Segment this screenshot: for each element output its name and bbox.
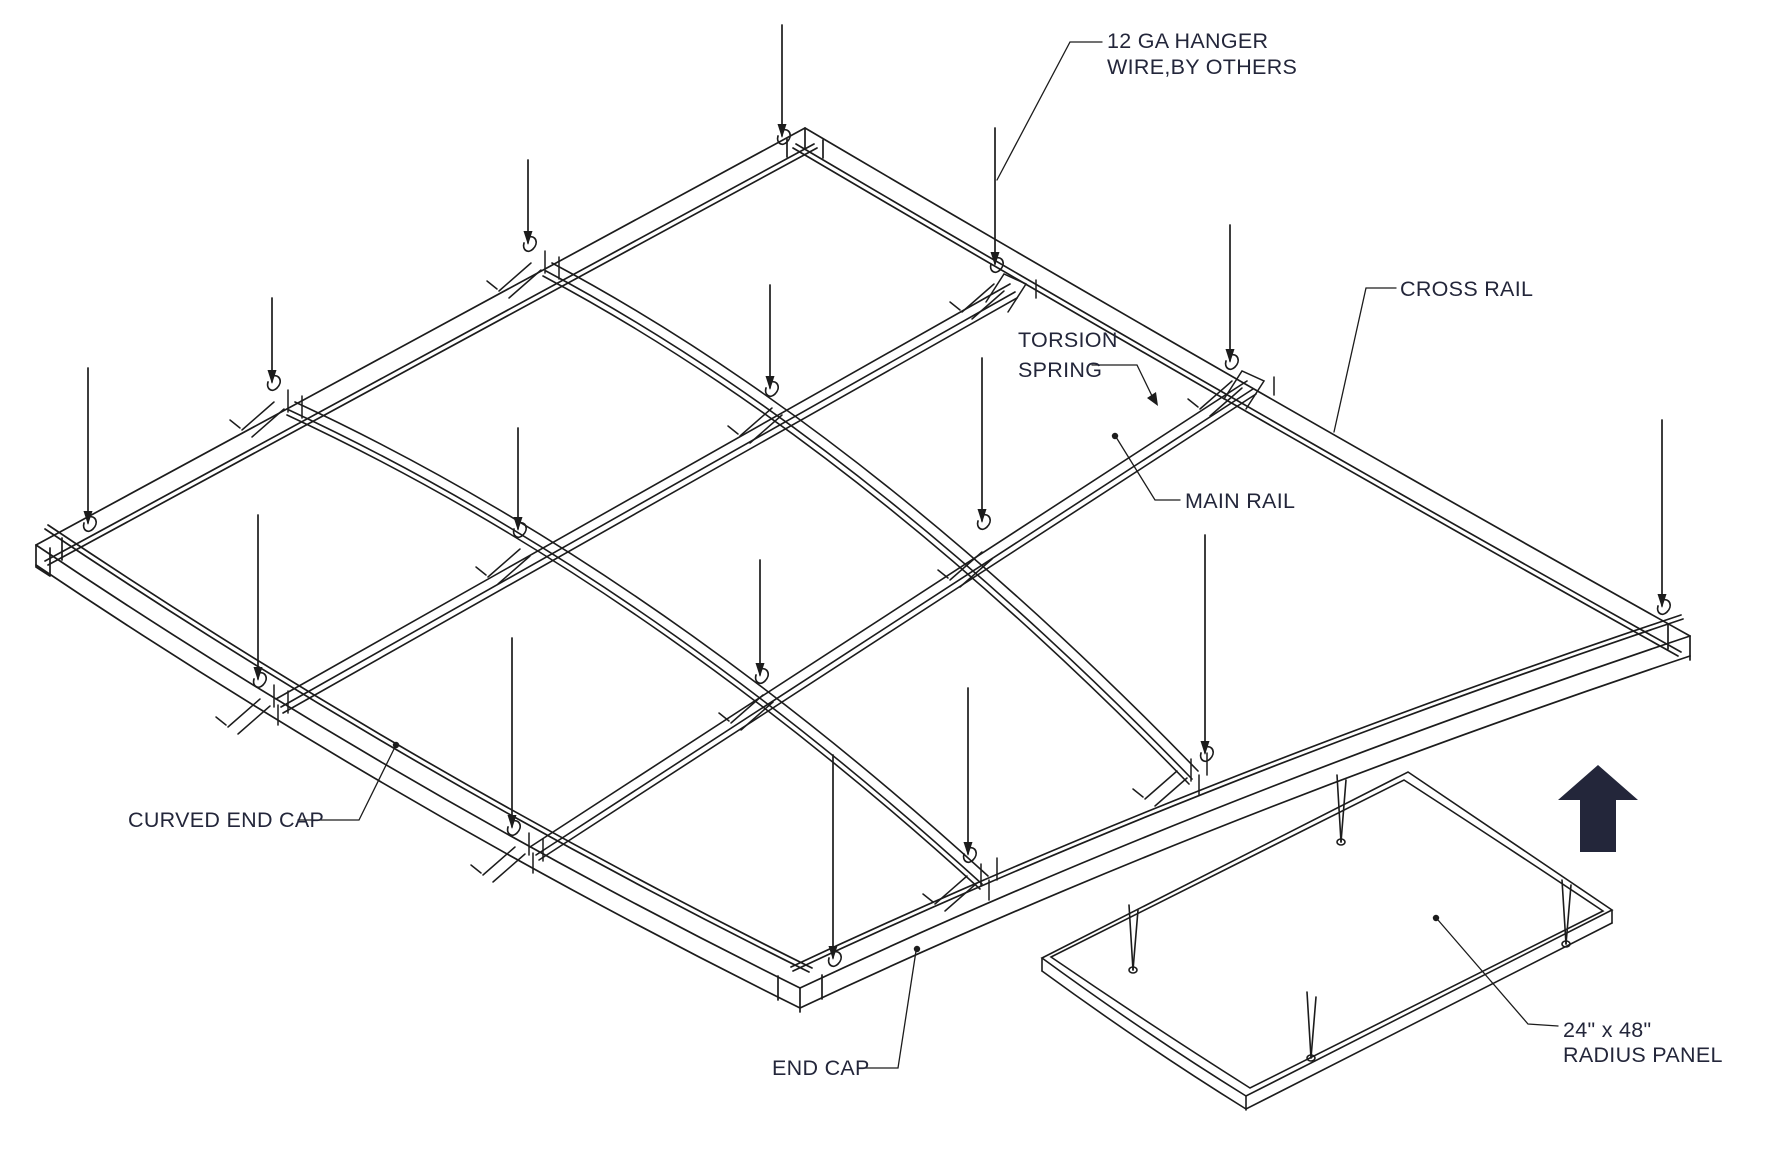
up-arrow-icon bbox=[1558, 765, 1638, 852]
grid-frame bbox=[35, 127, 1691, 1013]
main-rails bbox=[275, 283, 1257, 861]
label-main-rail: MAIN RAIL bbox=[1185, 489, 1295, 513]
hanger-wires bbox=[82, 24, 1672, 968]
label-end-cap: END CAP bbox=[772, 1056, 870, 1080]
label-curved-end-cap: CURVED END CAP bbox=[128, 808, 324, 832]
panel-spring-pins bbox=[1128, 774, 1572, 1062]
label-cross-rail: CROSS RAIL bbox=[1400, 277, 1533, 301]
annotation-labels: 12 GA HANGER WIRE,BY OTHERS CROSS RAIL T… bbox=[128, 29, 1723, 1080]
label-hanger-wire-line1: 12 GA HANGER bbox=[1107, 29, 1268, 53]
rail-junction-details bbox=[215, 250, 1275, 912]
radius-panel bbox=[1040, 771, 1614, 1111]
cross-rails bbox=[286, 262, 1199, 890]
label-torsion-spring-line2: SPRING bbox=[1018, 358, 1102, 382]
label-radius-panel-line1: 24" x 48" bbox=[1563, 1018, 1652, 1042]
label-torsion-spring-line1: TORSION bbox=[1018, 328, 1118, 352]
label-hanger-wire-line2: WIRE,BY OTHERS bbox=[1107, 55, 1297, 79]
leader-lines bbox=[297, 41, 1559, 1069]
leader-dots bbox=[392, 392, 1440, 953]
label-radius-panel-line2: RADIUS PANEL bbox=[1563, 1043, 1723, 1067]
